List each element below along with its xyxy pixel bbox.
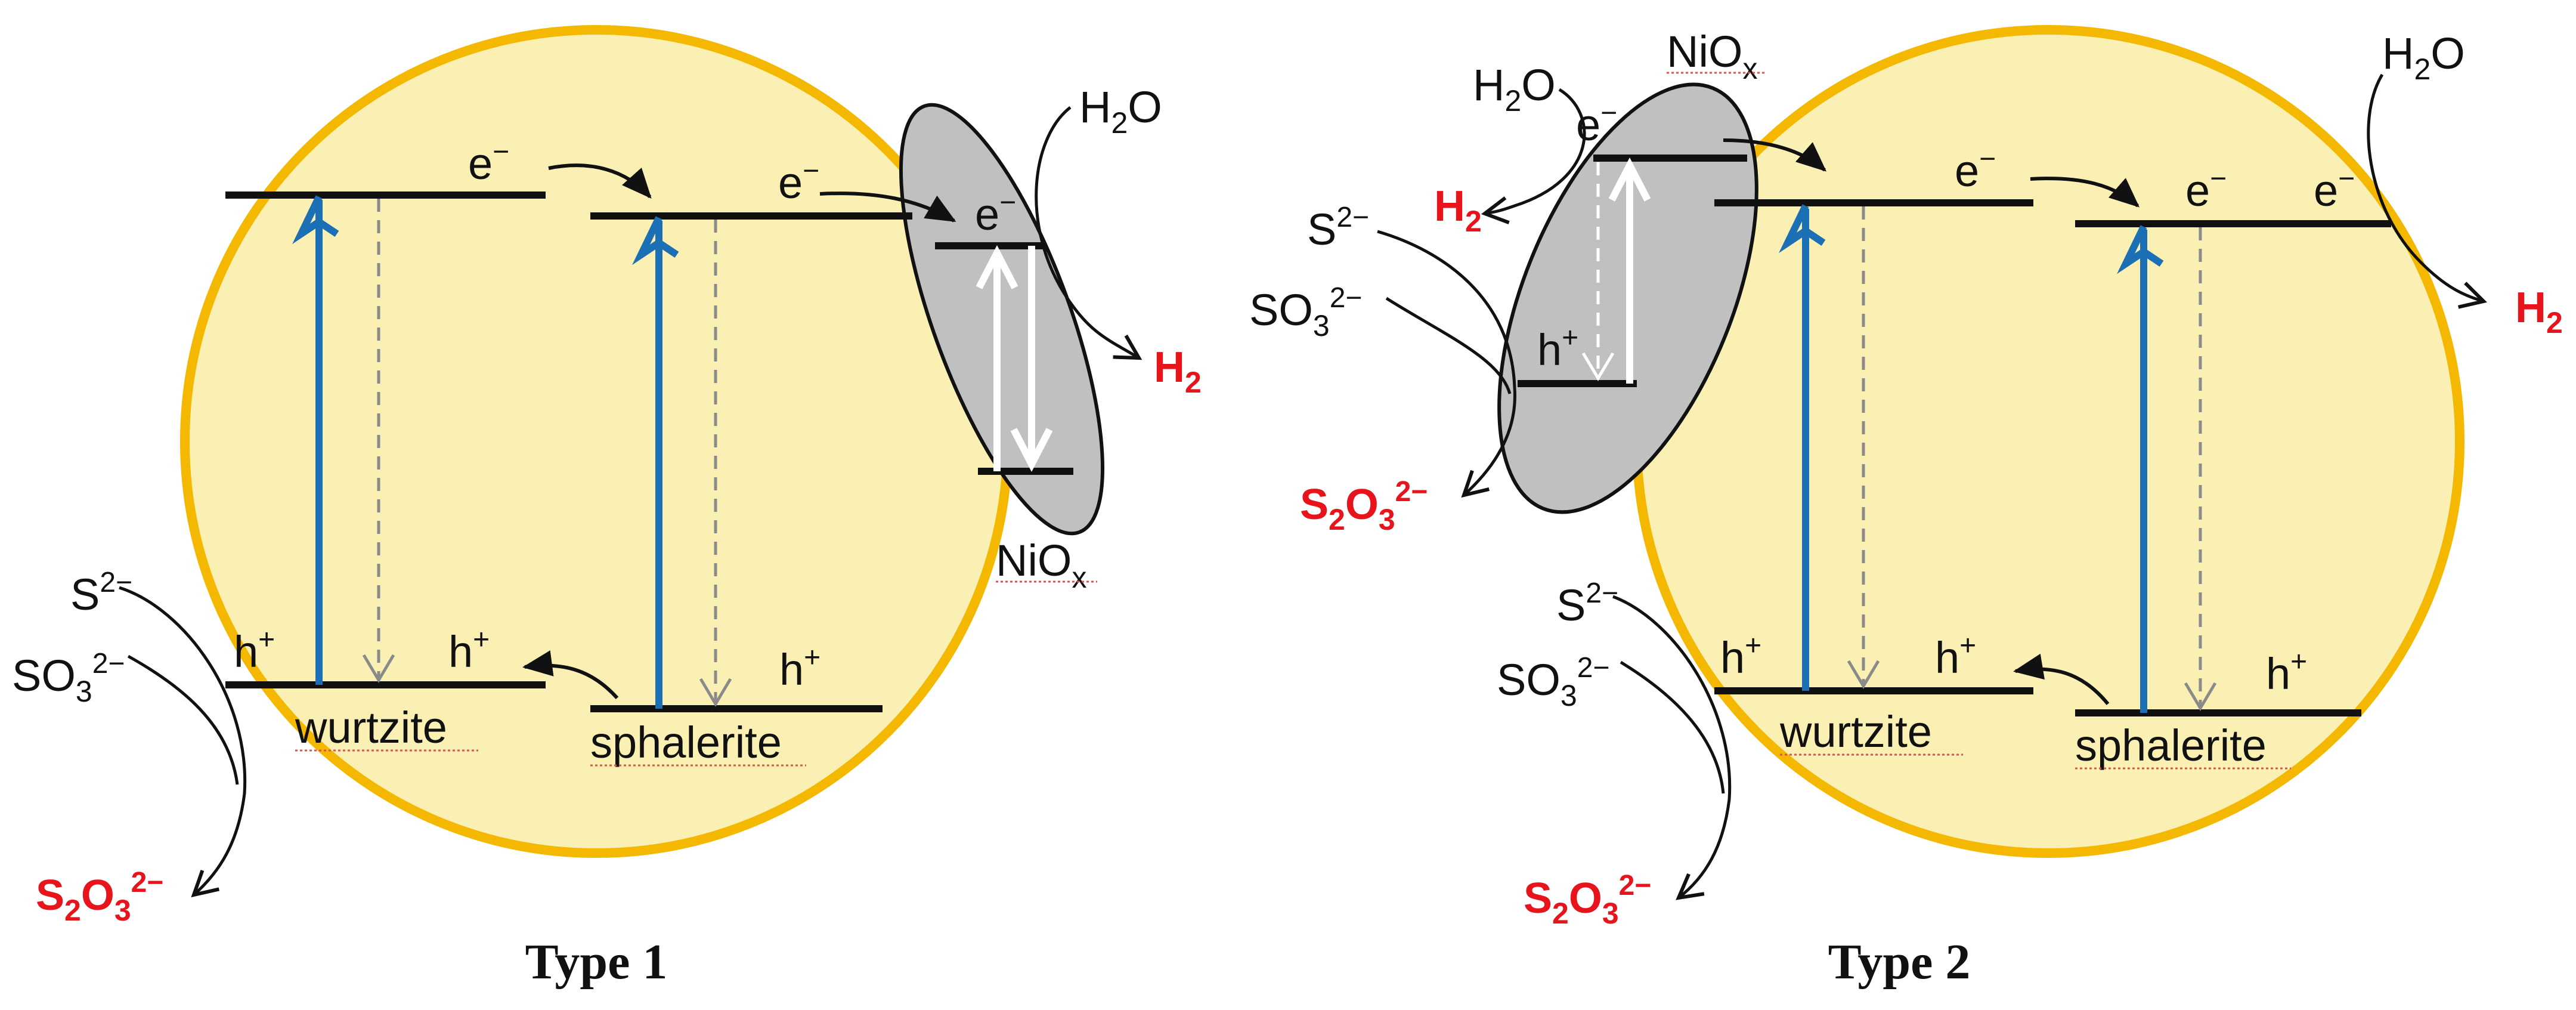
type2-wurtzite-excitation-head bbox=[1779, 204, 1826, 254]
type2-water-label-right: H2O bbox=[2382, 29, 2465, 86]
type2-electron-transfer-arrow-2 bbox=[2030, 177, 2140, 208]
type1-sphalerite-hole-label: h+ bbox=[779, 642, 821, 694]
type1-panel: e− e− e− h+ h+ h+ wurtzite sphalerite Ni… bbox=[12, 25, 1202, 990]
type1-caption: Type 1 bbox=[525, 934, 668, 990]
type1-sulfite-curve bbox=[127, 654, 239, 785]
type2-thiosulfate-label-upper: S2O32− bbox=[1300, 476, 1428, 536]
type1-nio-label: NiOx bbox=[996, 536, 1086, 594]
type2-sulfite-curve-lower bbox=[1620, 660, 1725, 794]
type2-sulfite-curve-upper bbox=[1385, 296, 1512, 394]
type1-wurtzite-hole-label-2: h+ bbox=[448, 624, 490, 677]
type2-caption: Type 2 bbox=[1828, 934, 1971, 990]
type1-sulfide-label: S2− bbox=[70, 567, 132, 619]
type2-sphalerite-hole-label: h+ bbox=[2266, 646, 2307, 699]
type1-water-label: H2O bbox=[1079, 82, 1162, 140]
type1-nio-up-head bbox=[976, 245, 1018, 289]
type2-panel: e− h+ e− e− e− h+ h+ h+ wurtzite sphaler… bbox=[1249, 25, 2563, 990]
type2-sulfide-label-lower: S2− bbox=[1556, 577, 1618, 630]
type1-wurtzite-electron-label: e− bbox=[468, 136, 509, 189]
type2-sphalerite-electron-label: e− bbox=[2185, 163, 2227, 215]
type2-nio-down-head bbox=[1581, 352, 1615, 381]
type2-water-reduction-curve-right bbox=[2367, 73, 2487, 309]
type2-particle bbox=[1632, 25, 2464, 858]
type2-sulfide-label-upper: S2− bbox=[1307, 202, 1369, 254]
type1-wurtzite-label: wurtzite bbox=[295, 703, 447, 752]
type2-sacrificial-oxidation-curve-upper bbox=[1377, 230, 1516, 498]
type1-sphalerite-label: sphalerite bbox=[590, 718, 782, 767]
type1-wurtzite-excitation-head bbox=[292, 195, 339, 245]
type1-nio-electron-label: e− bbox=[975, 187, 1016, 239]
type2-electron-transfer-arrow-1 bbox=[1723, 138, 1827, 172]
type2-hydrogen-label-left: H2 bbox=[1434, 183, 1482, 238]
type2-sulfite-label-upper: SO32− bbox=[1249, 282, 1362, 342]
type2-thiosulfate-label-lower: S2O32− bbox=[1524, 870, 1651, 930]
type2-nio-electron-label: e− bbox=[1576, 97, 1617, 150]
type2-wurtzite-hole-label-2: h+ bbox=[1935, 630, 1976, 682]
type1-water-reduction-curve bbox=[1035, 106, 1143, 360]
type2-water-reduction-curve bbox=[1481, 88, 1586, 224]
type2-sphalerite-excitation-head bbox=[2117, 225, 2164, 274]
type1-sphalerite-recombination-head bbox=[699, 678, 732, 707]
type2-water-label-left: H2O bbox=[1473, 60, 1556, 118]
type2-nio-label: NiOx bbox=[1667, 27, 1757, 85]
type1-sacrificial-oxidation-curve bbox=[119, 586, 247, 898]
type1-hole-transfer-arrow bbox=[522, 650, 619, 700]
type1-wurtzite-recombination-head bbox=[362, 654, 395, 683]
type2-nio-hole-label: h+ bbox=[1537, 322, 1578, 375]
type2-sacrificial-oxidation-curve-lower bbox=[1612, 595, 1732, 900]
type2-sphalerite-electron-label-2: e− bbox=[2314, 163, 2355, 215]
type2-nio-up-head bbox=[1608, 157, 1651, 202]
type1-hydrogen-label: H2 bbox=[1154, 344, 1202, 399]
type1-electron-transfer-arrow-2 bbox=[819, 192, 956, 223]
type2-sulfite-label-lower: SO32− bbox=[1497, 652, 1609, 712]
type1-nio-down-head bbox=[1010, 428, 1053, 472]
type2-sphalerite-label: sphalerite bbox=[2075, 721, 2267, 770]
type2-wurtzite-label: wurtzite bbox=[1779, 707, 1932, 756]
type2-hydrogen-label-right: H2 bbox=[2515, 284, 2563, 339]
type1-thiosulfate-label: S2O32− bbox=[36, 867, 163, 927]
type2-wurtzite-recombination-head bbox=[1847, 660, 1880, 689]
type1-sphalerite-excitation-head bbox=[632, 216, 679, 265]
type1-wurtzite-hole-label: h+ bbox=[234, 624, 275, 677]
type1-sulfite-label: SO32− bbox=[12, 648, 125, 708]
type2-hole-transfer-arrow bbox=[2013, 653, 2110, 705]
type1-sphalerite-electron-label: e− bbox=[778, 155, 819, 208]
type1-electron-transfer-arrow-1 bbox=[548, 163, 652, 199]
type2-sphalerite-recombination-head bbox=[2184, 682, 2217, 711]
type2-wurtzite-electron-label: e− bbox=[1955, 143, 1996, 196]
type2-wurtzite-hole-label: h+ bbox=[1720, 630, 1761, 682]
